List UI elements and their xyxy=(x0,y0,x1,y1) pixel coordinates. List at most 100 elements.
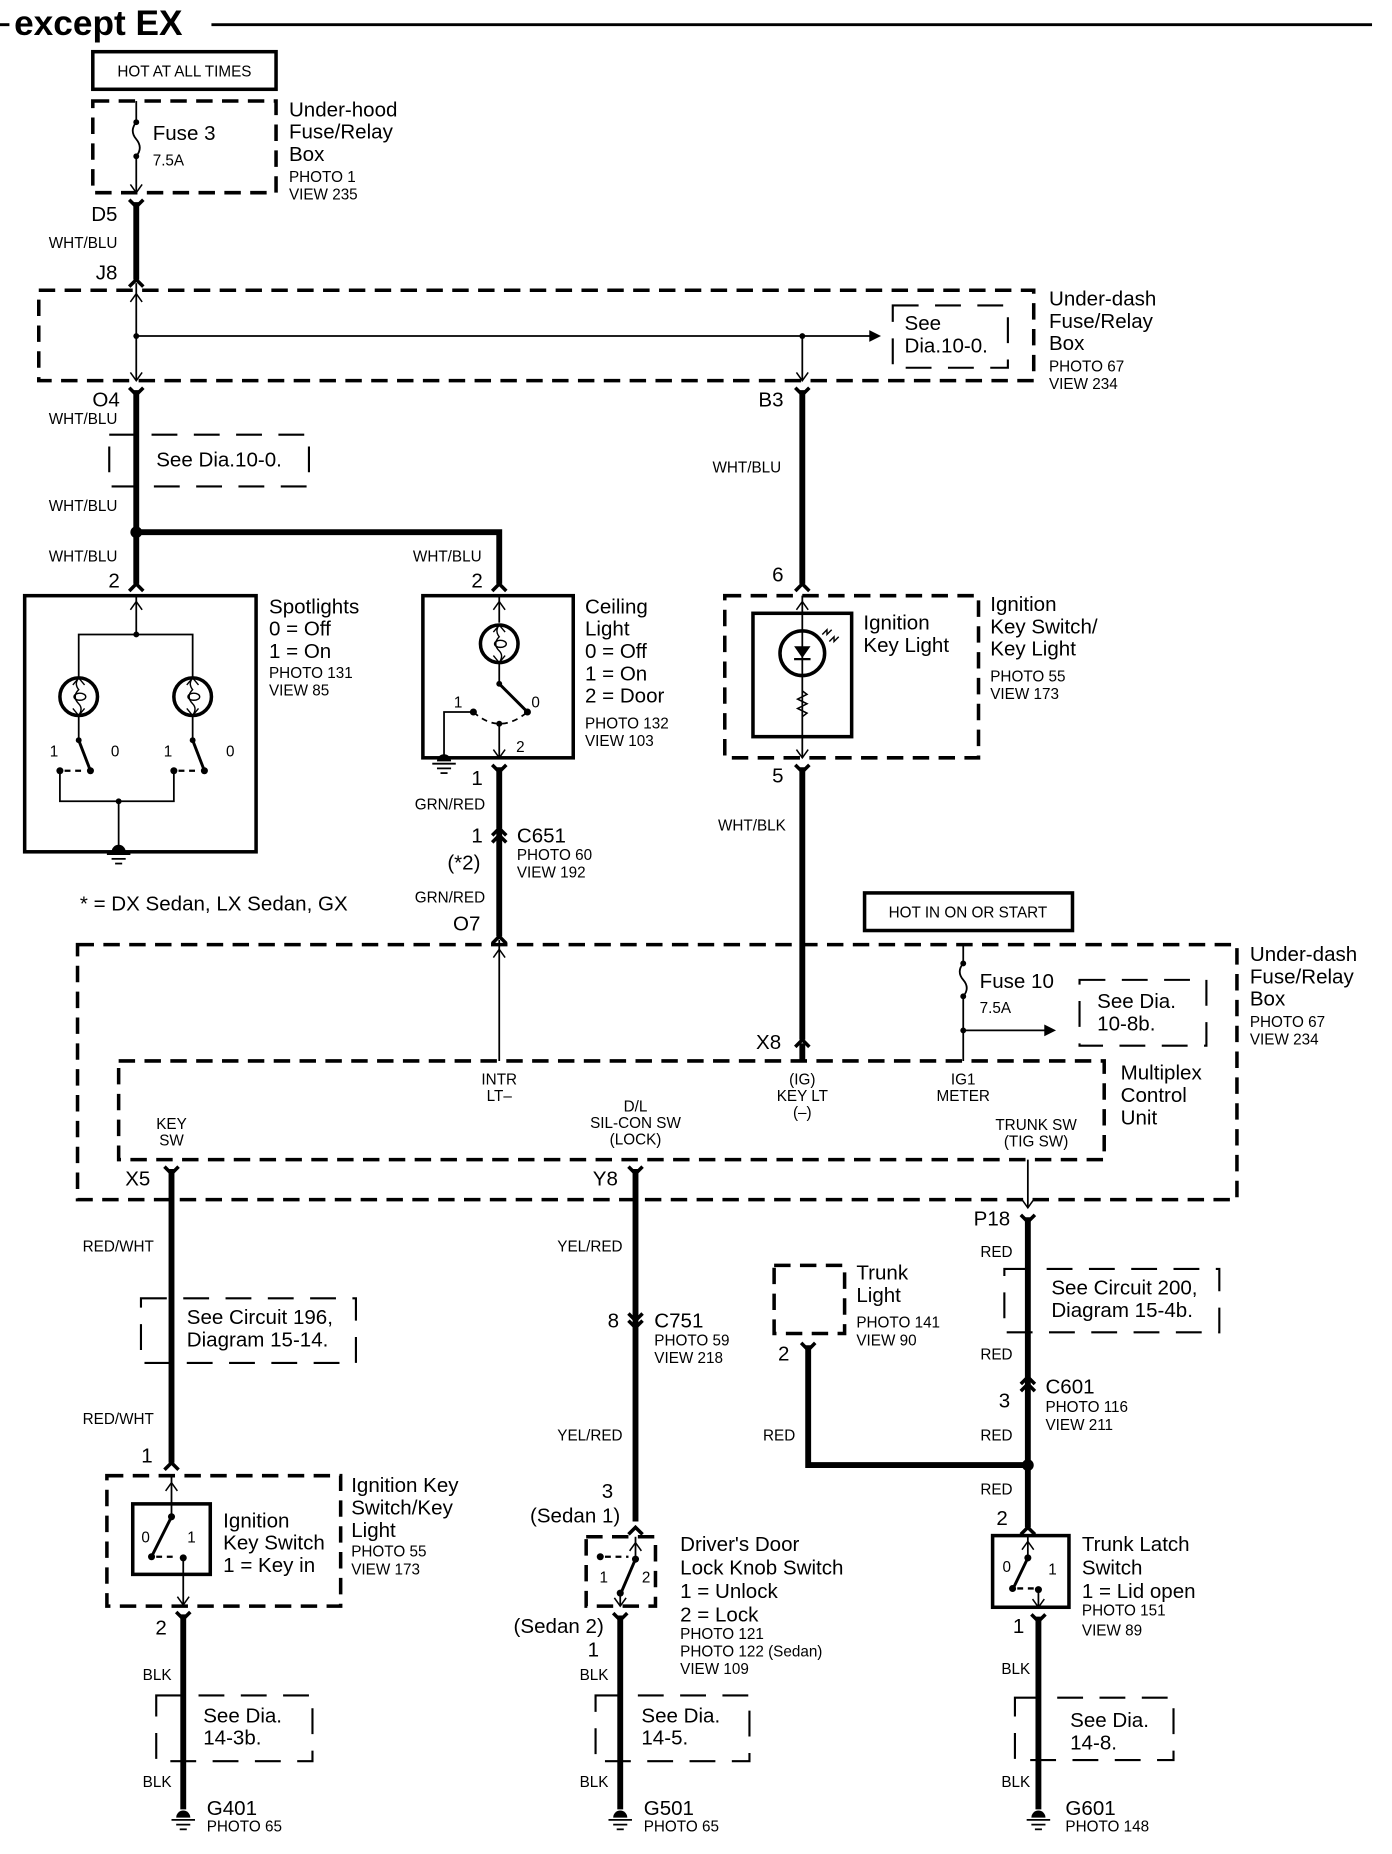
ignition-key-switch-label: 1 = Key in xyxy=(223,1554,315,1577)
see-dia-10-8b-label: 10-8b. xyxy=(1097,1012,1155,1035)
terminal: 5 xyxy=(772,764,783,787)
wire-color-label: WHT/BLU xyxy=(413,549,482,566)
connector-dl-3 xyxy=(627,1524,644,1536)
reference-box xyxy=(1013,1696,1175,1762)
photo-ref: PHOTO 55 xyxy=(351,1544,426,1561)
photo-ref: PHOTO 116 xyxy=(1045,1399,1128,1416)
trunk-light-label: Trunk xyxy=(856,1261,908,1284)
connector-c651-label: C651 xyxy=(517,824,566,847)
arrow-icon xyxy=(176,1596,190,1607)
arrow-icon xyxy=(492,749,506,760)
connector-c751 xyxy=(627,1319,644,1331)
photo-ref: PHOTO 148 xyxy=(1065,1819,1149,1836)
photo-ref: PHOTO 65 xyxy=(207,1819,282,1836)
ceiling-light-label: 0 = Off xyxy=(585,640,647,663)
ceiling-light-label: Ceiling xyxy=(585,595,648,618)
terminal: 2 xyxy=(996,1507,1007,1530)
view-ref: VIEW 173 xyxy=(351,1561,420,1578)
wire-color-label: BLK xyxy=(1001,1774,1031,1791)
spotlights-label: 0 = Off xyxy=(269,618,331,641)
page-title: except EX xyxy=(14,4,183,43)
ignition-key-switch-label: Ignition xyxy=(990,593,1056,616)
bulb-icon xyxy=(495,624,503,664)
wire-color-label: BLK xyxy=(580,1774,610,1791)
terminal: 1 xyxy=(471,824,482,847)
bulb-icon xyxy=(72,676,86,686)
ground-icon xyxy=(436,754,452,762)
reference-box xyxy=(891,304,1009,369)
spotlights-label: Spotlights xyxy=(269,595,359,618)
fuse3-label: Fuse 3 xyxy=(153,122,216,145)
ground-g501 xyxy=(613,1810,628,1818)
connector-spot-2 xyxy=(127,581,145,593)
label: 1 xyxy=(50,744,58,761)
arrow-icon xyxy=(129,372,143,382)
junction-dot xyxy=(1009,1584,1017,1592)
ignition-key-switch-label: Key Switch/ xyxy=(990,615,1098,638)
terminal-note: (Sedan 1) xyxy=(530,1505,620,1528)
mcu-pin-intr: LT– xyxy=(487,1088,513,1105)
door-lock-switch-label: Lock Knob Switch xyxy=(680,1556,843,1579)
wire-color-label: GRN/RED xyxy=(415,889,485,906)
wire-color-label: YEL/RED xyxy=(557,1238,622,1255)
label: 1 xyxy=(164,744,172,761)
underdash-box-label: Box xyxy=(1049,332,1085,355)
hot-at-all-times-label: HOT AT ALL TIMES xyxy=(117,63,251,80)
underhood-box-label: Under-hood xyxy=(289,98,398,121)
door-lock-switch-box xyxy=(584,1535,658,1608)
trunk-latch-switch-label: Trunk Latch xyxy=(1082,1533,1190,1556)
ignition-key-light-label: Ignition xyxy=(863,612,929,635)
wire-color-label: RED xyxy=(763,1427,795,1444)
view-ref: VIEW 218 xyxy=(654,1350,723,1367)
label: 1 xyxy=(454,694,462,711)
bulb-icon xyxy=(478,623,520,665)
see-circuit-200-label: See Circuit 200, xyxy=(1051,1277,1197,1300)
mcu-pin-ig1: METER xyxy=(937,1088,990,1105)
junction-dot xyxy=(596,1553,604,1561)
underdash-box-label: Under-dash xyxy=(1250,943,1357,966)
junction-dot xyxy=(86,767,94,775)
wire xyxy=(59,770,175,803)
arrow-icon xyxy=(165,1481,178,1492)
underdash-fuse-box-top xyxy=(37,288,1036,383)
arrow-icon xyxy=(795,600,809,611)
arrow-icon xyxy=(1021,1540,1035,1551)
ignition-key-switch-label: Switch/Key xyxy=(351,1496,453,1519)
connector-iks-1 xyxy=(163,1460,180,1472)
terminal: 2 xyxy=(155,1616,166,1639)
spotlights-label: 1 = On xyxy=(269,640,331,663)
arrow-icon xyxy=(129,600,143,611)
see-dia-14-5-label: 14-5. xyxy=(641,1727,688,1750)
wire xyxy=(620,1558,637,1593)
connector-c751-label: C751 xyxy=(654,1310,703,1333)
ignition-key-switch-box xyxy=(723,593,981,760)
terminal: 1 xyxy=(1013,1615,1024,1638)
label: 1 xyxy=(187,1530,195,1547)
photo-ref: PHOTO 55 xyxy=(990,668,1065,685)
connector-c601 xyxy=(1019,1374,1037,1386)
photo-ref: PHOTO 67 xyxy=(1049,358,1124,375)
arrow-icon xyxy=(629,1541,642,1552)
reference-box xyxy=(139,1297,357,1364)
connector-o7 xyxy=(490,933,508,945)
terminal-note: (*2) xyxy=(447,851,480,874)
connector-x8 xyxy=(794,1037,811,1049)
trunk-latch-switch-label: Switch xyxy=(1082,1556,1143,1579)
see-dia-10-0-label: See xyxy=(905,312,942,335)
terminal-o4: O4 xyxy=(92,389,119,412)
bulb-icon xyxy=(58,676,100,718)
see-dia-10-8b-label: See Dia. xyxy=(1097,990,1176,1013)
connector-ign-6 xyxy=(794,581,811,593)
fuse-icon xyxy=(958,962,968,997)
wire-color-label: WHT/BLU xyxy=(49,549,118,566)
bulb-icon xyxy=(73,692,87,701)
ignition-key-switch-box-bottom xyxy=(105,1473,343,1608)
photo-ref: PHOTO 141 xyxy=(856,1315,940,1332)
wire xyxy=(77,739,92,772)
wire-color-label: BLK xyxy=(1001,1661,1031,1678)
multiplex-control-unit-box xyxy=(116,1059,1106,1162)
photo-ref: PHOTO 1 xyxy=(289,169,356,186)
ceiling-light-box xyxy=(421,593,576,760)
wire-wht-blu xyxy=(136,529,503,584)
fuse-icon xyxy=(131,121,141,157)
